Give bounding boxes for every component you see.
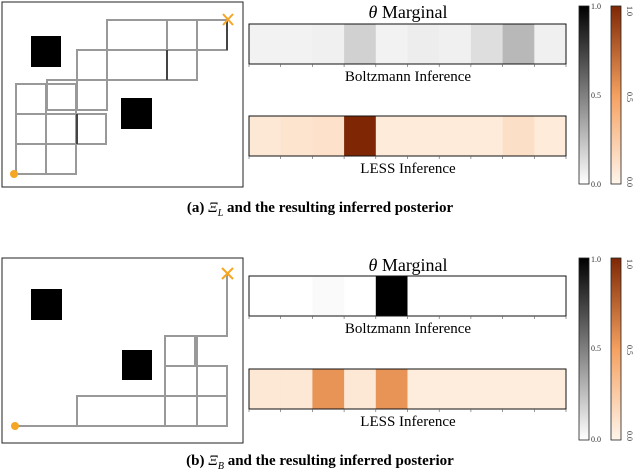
heatmap-cell <box>312 24 345 64</box>
heatmap-cell <box>375 369 408 409</box>
heatmap-cell <box>249 116 282 156</box>
boltzmann-label: Boltzmann Inference <box>345 69 472 85</box>
heatmap-cell <box>439 276 472 316</box>
obstacle <box>121 98 152 129</box>
colorbar-gray-tick-max: 1.0 <box>591 255 601 264</box>
heatmap-cell <box>344 369 377 409</box>
heatmap-cell <box>280 116 313 156</box>
heatmap-cell <box>344 276 377 316</box>
colorbar-gray <box>578 5 590 185</box>
colorbar-gray-tick-mid: 0.5 <box>591 91 601 100</box>
heatmap-cell <box>407 116 440 156</box>
heatmap-cell <box>534 116 567 156</box>
less-label: LESS Inference <box>360 161 456 177</box>
goal-marker <box>222 13 234 26</box>
heatmap-cell <box>470 24 504 64</box>
heatmap-cell <box>249 369 282 409</box>
heatmap-cell <box>344 24 377 64</box>
gridworld-frame <box>1 1 244 188</box>
obstacle <box>31 36 61 67</box>
caption-a: (a) ΞL and the resulting inferred poster… <box>186 200 454 219</box>
heatmap-cell <box>502 369 535 409</box>
heatmap-cell <box>375 24 408 64</box>
caption-b: (b) ΞB and the resulting inferred poster… <box>186 453 454 472</box>
panel-b-graphic: 1.0 0.5 0.0 1.0 0.5 0.0 θ Marginal Boltz… <box>1 255 634 444</box>
panel-b: 1.0 0.5 0.0 1.0 0.5 0.0 θ Marginal Boltz… <box>0 238 640 476</box>
obstacle <box>122 350 152 380</box>
less-heatmap <box>248 115 567 159</box>
heatmap-cell <box>534 24 567 64</box>
colorbar-orange <box>610 5 622 185</box>
heatmap-cell <box>407 24 440 64</box>
marginal-title: θ Marginal <box>369 2 448 22</box>
heatmap-cell <box>534 369 567 409</box>
trajectory-set <box>15 274 228 427</box>
colorbar-gray-tick-min: 0.0 <box>591 180 601 189</box>
colorbar-orange-tick-mid: 0.5 <box>625 345 634 355</box>
colorbar-gray-tick-mid: 0.5 <box>591 344 601 353</box>
heatmap-cell <box>312 276 345 316</box>
heatmap-cell <box>470 276 504 316</box>
colorbar-gray-tick-min: 0.0 <box>591 435 601 444</box>
less-label: LESS Inference <box>360 414 456 430</box>
heatmap-cell <box>344 116 377 156</box>
boltzmann-heatmap <box>248 23 567 67</box>
heatmap-cell <box>502 24 535 64</box>
heatmap-cell <box>502 276 535 316</box>
heatmap-cell <box>470 116 504 156</box>
heatmap-cell <box>280 24 313 64</box>
heatmap-cell <box>407 369 440 409</box>
colorbar-orange-tick-min: 0.0 <box>625 177 634 187</box>
colorbar-gray-tick-max: 1.0 <box>591 2 601 11</box>
heatmap-cell <box>375 276 408 316</box>
colorbar-orange-tick-mid: 0.5 <box>625 92 634 102</box>
gridworld-frame <box>1 257 244 444</box>
start-marker <box>10 170 18 178</box>
panel-a: 1.0 0.5 0.0 1.0 0.5 0.0 θ Marginal Boltz… <box>1 1 634 219</box>
colorbar-orange-tick-max: 1.0 <box>625 6 634 16</box>
panel-a-graphic: 1.0 0.5 0.0 1.0 0.5 0.0 θ Marginal Boltz… <box>1 1 634 189</box>
heatmap-cell <box>439 116 472 156</box>
heatmap-cell <box>534 276 567 316</box>
heatmap-cell <box>439 24 472 64</box>
heatmap-cell <box>249 24 282 64</box>
heatmap-cell <box>280 369 313 409</box>
heatmap-cell <box>280 276 313 316</box>
heatmap-cell <box>312 116 345 156</box>
heatmap-cell <box>502 116 535 156</box>
less-heatmap <box>248 368 567 412</box>
goal-marker <box>221 267 234 280</box>
heatmap-cell <box>439 369 472 409</box>
heatmap-cell <box>249 276 282 316</box>
colorbar-orange-tick-max: 1.0 <box>625 259 634 269</box>
heatmap-cell <box>375 116 408 156</box>
obstacle <box>31 289 62 320</box>
start-marker <box>11 422 19 430</box>
marginal-title: θ Marginal <box>369 255 448 275</box>
boltzmann-heatmap <box>248 275 567 319</box>
heatmap-cell <box>312 369 345 409</box>
colorbar-gray <box>578 257 590 441</box>
boltzmann-label: Boltzmann Inference <box>345 321 472 337</box>
colorbar-orange-tick-min: 0.0 <box>625 431 634 441</box>
colorbar-orange <box>610 257 622 441</box>
heatmap-cell <box>407 276 440 316</box>
heatmap-cell <box>470 369 504 409</box>
